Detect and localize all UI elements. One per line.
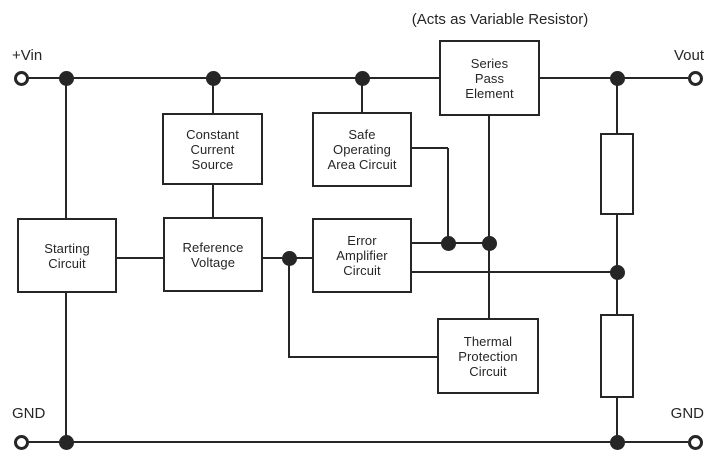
wire-bottom-rail [28,440,688,444]
block-safe-operating-area-circuit: Safe Operating Area Circuit [312,112,412,187]
junction-dot-gnd-divider [609,434,625,450]
upper-resistor [600,133,634,215]
junction-dot-feedback-divider [609,264,625,280]
junction-dot-vin-starting [58,70,74,86]
wire-vin-to-soa [360,78,364,115]
junction-dot-vout-divider [609,70,625,86]
block-series-pass-element: Series Pass Element [439,40,540,116]
vin-label: +Vin [12,47,43,64]
lower-resistor [600,314,634,398]
vout-terminal [687,70,703,86]
junction-dot-error-series-pass [481,235,497,251]
junction-dot-reference-error [281,250,297,266]
wire-starting-to-reference [117,256,163,260]
junction-dot-soa-error-out [440,235,456,251]
block-thermal-protection-circuit: Thermal Protection Circuit [437,318,539,394]
wire-thermal-input [287,355,438,359]
vin-terminal [13,70,29,86]
wire-feedback [412,270,618,274]
gnd-right-label: GND [670,405,704,422]
wire-soa-to-error-amp [446,148,450,243]
gnd-right-terminal [687,434,703,450]
block-starting-circuit: Starting Circuit [17,218,117,293]
wire-reference-to-thermal [287,258,291,358]
wire-soa-output [412,146,448,150]
junction-dot-vin-soa [354,70,370,86]
variable-resistor-annotation: (Acts as Variable Resistor) [411,11,589,28]
block-error-amplifier-circuit: Error Amplifier Circuit [312,218,412,293]
gnd-left-terminal [13,434,29,450]
junction-dot-gnd-starting [58,434,74,450]
wire-series-pass-to-thermal [487,112,491,318]
block-reference-voltage: Reference Voltage [163,217,263,292]
junction-dot-vin-ccs [205,70,221,86]
block-constant-current-source: Constant Current Source [162,113,263,185]
wire-output-divider [615,78,619,442]
vout-label: Vout [673,47,704,64]
gnd-left-label: GND [12,405,46,422]
